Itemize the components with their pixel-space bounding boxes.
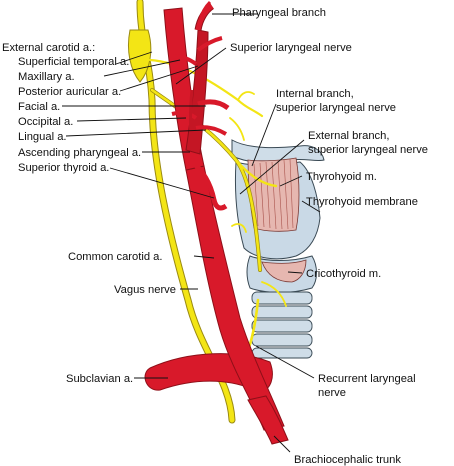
label-common-carotid: Common carotid a.: [68, 251, 163, 263]
label-facial: Facial a.: [18, 101, 60, 113]
label-cricothyroid-m: Cricothyroid m.: [306, 268, 381, 280]
label-recurrent-laryngeal-line2: nerve: [318, 387, 346, 399]
label-thyrohyoid-m: Thyrohyoid m.: [306, 171, 377, 183]
posterior-auricular-artery: [171, 54, 198, 66]
maxillary-artery: [196, 36, 223, 52]
label-pharyngeal-branch: Pharyngeal branch: [232, 7, 326, 19]
ascending-pharyngeal-artery: [189, 89, 194, 149]
label-ascending-pharyngeal: Ascending pharyngeal a.: [18, 147, 141, 159]
labels: Pharyngeal branch External carotid a.: S…: [2, 7, 428, 466]
label-external-carotid: External carotid a.:: [2, 42, 95, 54]
trachea: [251, 291, 313, 359]
label-recurrent-laryngeal-line1: Recurrent laryngeal: [318, 373, 416, 385]
common-carotid-artery: [185, 165, 285, 431]
internal-branch: [234, 158, 278, 188]
brachiocephalic-trunk: [247, 395, 289, 445]
leader-lines: [62, 13, 321, 453]
cricothyroid-muscle: [261, 259, 307, 283]
label-thyrohyoid-membrane: Thyrohyoid membrane: [306, 196, 418, 208]
facial-artery: [197, 99, 230, 111]
label-lingual: Lingual a.: [18, 131, 67, 143]
label-internal-branch-line2: superior laryngeal nerve: [276, 102, 396, 114]
label-external-branch-line1: External branch,: [308, 130, 389, 142]
occipital-artery: [171, 110, 198, 120]
muscle-fibers: [253, 158, 294, 230]
label-occipital: Occipital a.: [18, 116, 73, 128]
label-maxillary: Maxillary a.: [18, 71, 75, 83]
label-subclavian: Subclavian a.: [66, 373, 133, 385]
label-external-branch-line2: superior laryngeal nerve: [308, 144, 428, 156]
label-brachiocephalic-trunk: Brachiocephalic trunk: [294, 454, 401, 466]
superior-thyroid-artery: [188, 158, 228, 211]
label-posterior-auricular: Posterior auricular a.: [18, 86, 121, 98]
label-internal-branch-line1: Internal branch,: [276, 88, 354, 100]
lingual-artery: [195, 125, 228, 136]
label-vagus-nerve: Vagus nerve: [114, 284, 176, 296]
arteries: [144, 0, 289, 445]
label-superficial-temporal: Superficial temporal a.: [18, 56, 129, 68]
label-superior-laryngeal-nerve: Superior laryngeal nerve: [230, 42, 352, 54]
label-superior-thyroid: Superior thyroid a.: [18, 162, 109, 174]
